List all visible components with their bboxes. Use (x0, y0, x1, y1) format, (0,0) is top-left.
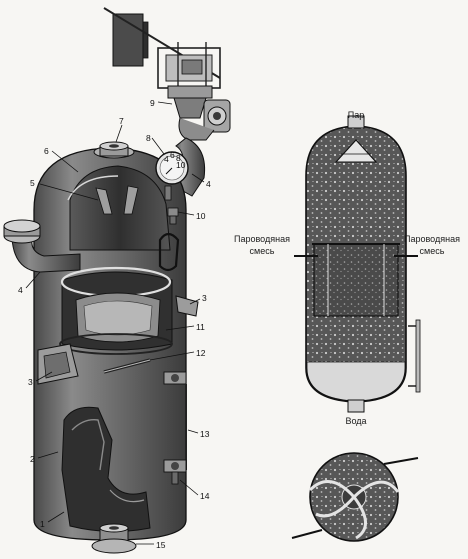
callout-13: 13 (200, 429, 210, 439)
callout-3-right: 3 (202, 293, 207, 303)
gauge-tick-label: 4 (164, 154, 169, 164)
label-steam: Пар (348, 110, 364, 120)
section-partition (313, 243, 399, 317)
label-mixture-left-1: Пароводяная (234, 234, 290, 244)
callout-8: 8 (146, 133, 151, 143)
callout-4-left: 4 (18, 285, 23, 295)
callout-1: 1 (40, 519, 45, 529)
callout-10: 10 (196, 211, 206, 221)
bottom-nozzle (91, 523, 137, 554)
hand-hole-handle (158, 232, 180, 272)
pressure-gauge: 4 6 8 10 (155, 150, 189, 201)
inlet-elbow-pipe (3, 219, 81, 273)
float-frame (157, 42, 221, 89)
label-mixture-right-2: смесь (420, 246, 445, 256)
level-gauge-glass (415, 319, 421, 393)
callout-5: 5 (30, 178, 35, 188)
callout-15: 15 (156, 540, 166, 550)
label-mixture-left-2: смесь (250, 246, 275, 256)
lower-cutaway (61, 406, 151, 533)
top-nozzle (93, 141, 135, 159)
gauge-tick-label: 10 (176, 160, 186, 170)
plan-view (291, 452, 419, 542)
dome-cutaway (69, 165, 171, 251)
callout-12: 12 (196, 348, 206, 358)
callout-2: 2 (30, 454, 35, 464)
gauge-tick-label: 8 (176, 153, 181, 163)
callout-numbers: 1 2 3 3 4 4 5 6 7 8 9 10 11 12 13 14 15 (18, 98, 211, 550)
label-mixture-right-1: Пароводяная (404, 234, 460, 244)
plan-inlet-top (383, 457, 419, 465)
callout-14: 14 (200, 491, 210, 501)
label-water: Вода (345, 416, 366, 426)
callout-9: 9 (150, 98, 155, 108)
callout-6: 6 (44, 146, 49, 156)
level-gauge-column (163, 371, 187, 485)
support-bracket-right (175, 295, 199, 317)
steam-hood (334, 139, 378, 163)
section-view: Пар Пароводяная смесь Пароводяная смесь … (234, 110, 460, 426)
callout-11: 11 (196, 322, 205, 332)
callout-3-left: 3 (28, 377, 33, 387)
steam-outlet-nozzle (347, 115, 365, 129)
plan-inlet-bottom (291, 529, 323, 539)
water-outlet-nozzle (347, 399, 365, 413)
callout-7: 7 (119, 116, 124, 126)
callout-4-right: 4 (206, 179, 211, 189)
cutaway-vessel: 4 6 8 10 (3, 7, 231, 554)
callout-leaders (25, 101, 205, 545)
steam-valve (167, 85, 231, 141)
gauge-tick-label: 6 (170, 150, 175, 160)
